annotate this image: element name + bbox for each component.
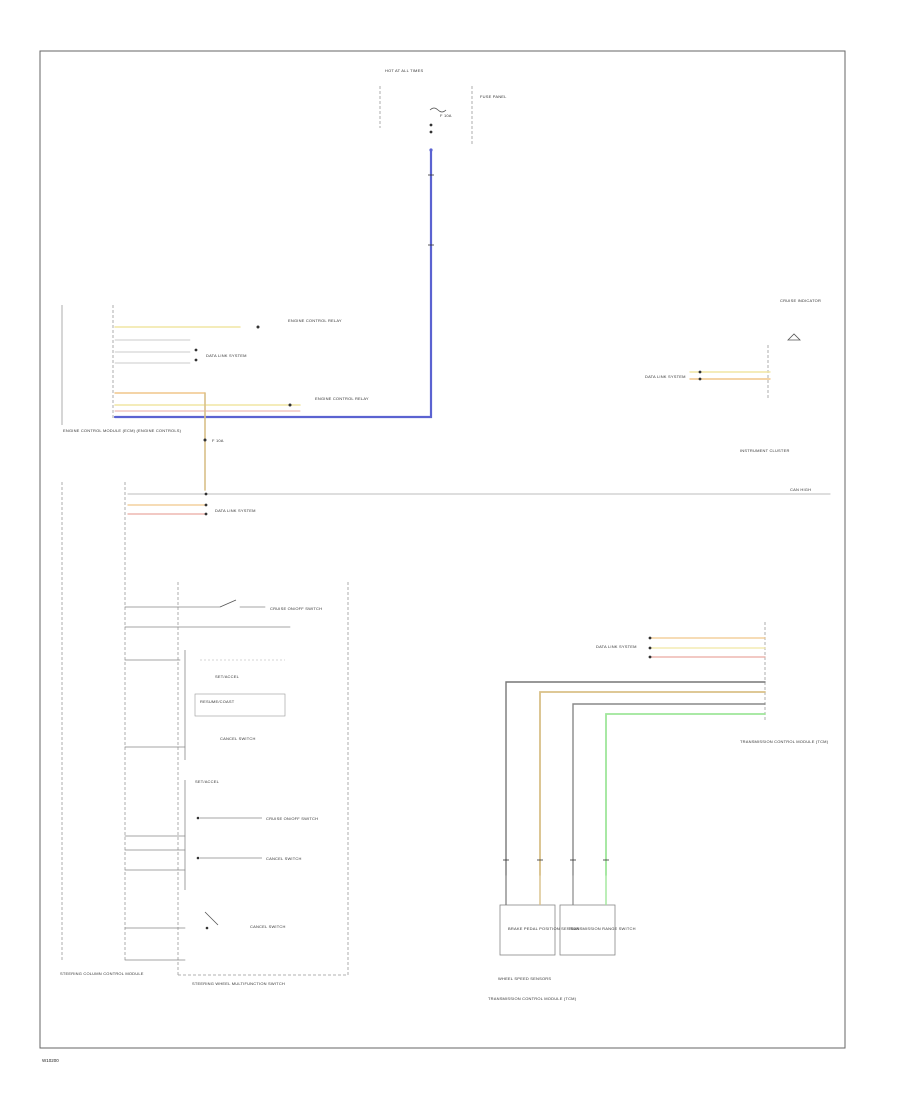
resistor-label: SET/ACCEL xyxy=(215,674,240,679)
steering-switch-label: STEERING WHEEL MULTIFUNCTION SWITCH xyxy=(192,981,285,986)
steering-module-label: STEERING COLUMN CONTROL MODULE xyxy=(60,971,144,976)
instrument-cluster-block: CRUISE INDICATOR DATA LINK SYSTEM INSTRU… xyxy=(645,298,821,453)
data-link-label-mid: DATA LINK SYSTEM xyxy=(215,508,256,513)
tcm-label-lower: TRANSMISSION CONTROL MODULE (TCM) xyxy=(488,996,577,1001)
fuse-rating-label: F 10A xyxy=(440,113,452,118)
steering-wheel-switch-block: CRUISE ON/OFF SWITCH SET/ACCEL RESUME/CO… xyxy=(124,582,349,986)
hot-at-all-times-label: HOT AT ALL TIMES xyxy=(385,68,423,73)
relay-label-bottom: ENGINE CONTROL RELAY xyxy=(315,396,369,401)
footer-code: W10200 xyxy=(42,1058,59,1063)
wheel-speed-label: WHEEL SPEED SENSORS xyxy=(498,976,551,981)
sensor-b-label: TRANSMISSION RANGE SWITCH xyxy=(568,926,636,931)
can-high-label: CAN HIGH xyxy=(790,487,811,492)
data-link-label-top: DATA LINK SYSTEM xyxy=(206,353,247,358)
steering-column-module: STEERING COLUMN CONTROL MODULE xyxy=(60,482,144,976)
fuse-icon xyxy=(429,107,447,134)
can-bus: DATA LINK SYSTEM CAN HIGH xyxy=(127,487,831,516)
resume-coast-label: RESUME/COAST xyxy=(200,699,235,704)
set-accel-label-lower: SET/ACCEL xyxy=(195,779,220,784)
ecm-connector-block: ENGINE CONTROL RELAY ENGINE CONTROL RELA… xyxy=(61,305,369,433)
tcm-label: TRANSMISSION CONTROL MODULE (TCM) xyxy=(740,739,829,744)
cruise-indicator-label: CRUISE INDICATOR xyxy=(780,298,821,303)
sensor-wire-bundle xyxy=(503,681,766,876)
cancel-switch-label: CANCEL SWITCH xyxy=(220,736,256,741)
cruise-on-off-label: CRUISE ON/OFF SWITCH xyxy=(270,606,322,611)
blue-power-wire xyxy=(113,148,434,419)
tcm-block: DATA LINK SYSTEM TRANSMISSION CONTROL MO… xyxy=(596,622,829,744)
fuse-panel-block: HOT AT ALL TIMES F 10A FUSE PANEL xyxy=(379,68,507,145)
sensor-a-label: BRAKE PEDAL POSITION SENSOR xyxy=(508,926,579,931)
instrument-cluster-label: INSTRUMENT CLUSTER xyxy=(740,448,790,453)
data-link-label-right: DATA LINK SYSTEM xyxy=(645,374,686,379)
cancel-switch-label-lower: CANCEL SWITCH xyxy=(250,924,286,929)
fuse-panel-label: FUSE PANEL xyxy=(480,94,507,99)
splice-label: F 10A xyxy=(212,438,224,443)
wheel-speed-sensors: BRAKE PEDAL POSITION SENSOR TRANSMISSION… xyxy=(488,875,636,1001)
can-splice-wire: F 10A xyxy=(203,392,224,491)
cruise-switch-label-a: CRUISE ON/OFF SWITCH xyxy=(266,816,318,821)
relay-label-top: ENGINE CONTROL RELAY xyxy=(288,318,342,323)
left-ecm-label: ENGINE CONTROL MODULE (ECM) (ENGINE CONT… xyxy=(63,428,182,433)
data-link-label-tcm: DATA LINK SYSTEM xyxy=(596,644,637,649)
diagram-frame xyxy=(39,50,846,1049)
cruise-switch-label-b: CANCEL SWITCH xyxy=(266,856,302,861)
